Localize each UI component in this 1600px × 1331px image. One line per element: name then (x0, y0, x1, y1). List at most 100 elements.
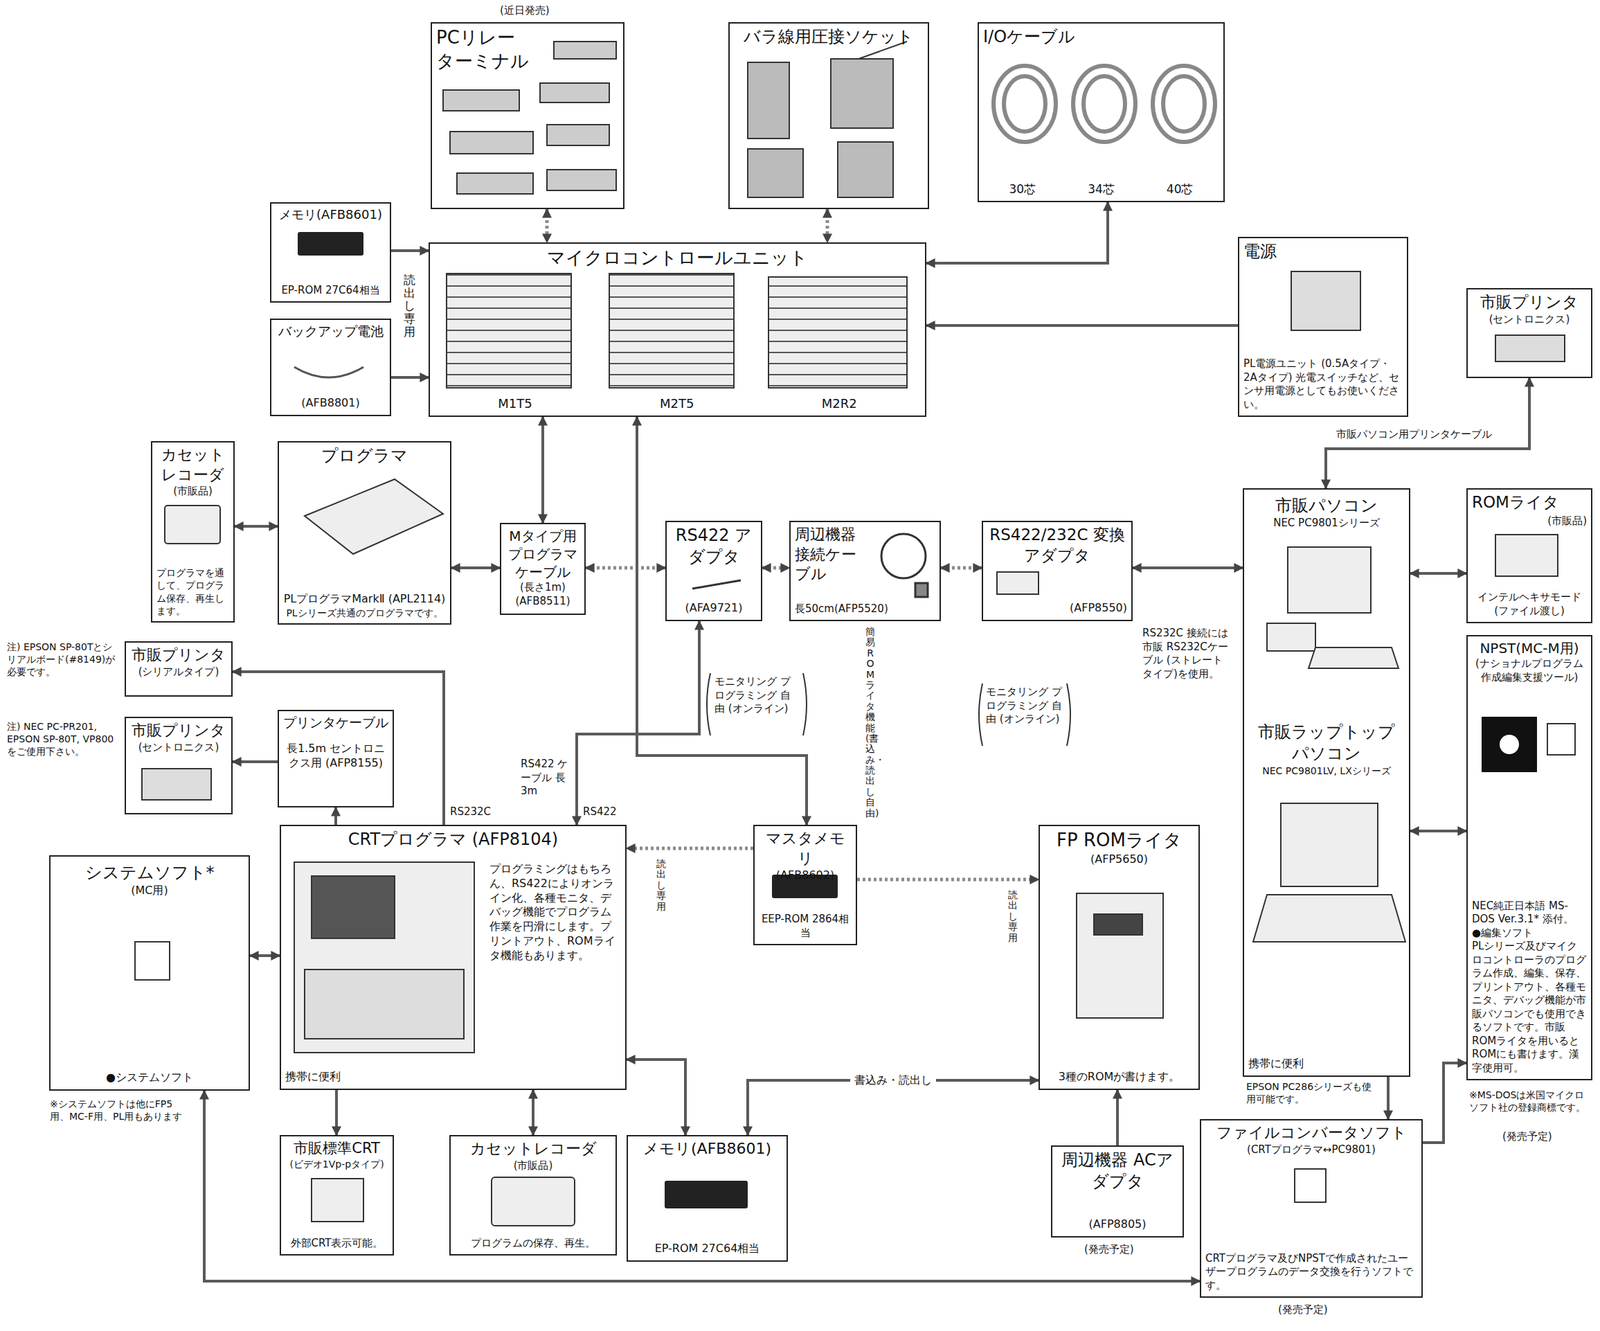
ribbon-cable-drawing (993, 65, 1216, 142)
component-box: FP ROMライタ(AFP5650) 3種のROMが書けます。 (1038, 824, 1200, 1090)
text-group: (市販品) (1467, 514, 1591, 529)
box-text: 40芯 (1166, 181, 1194, 197)
box-text: 長1.5m セントロニクス用 (AFP8155) (283, 741, 389, 771)
component-box: マイクロコントロールユニット M1T5 M2T5 M2R2 (428, 242, 927, 417)
note-label: RS422 ケーブル 長3m (520, 757, 571, 799)
connector (585, 566, 666, 570)
floppy-drawing (1481, 716, 1576, 772)
component-box: バラ線用圧接ソケット (728, 22, 930, 210)
connector (335, 1089, 338, 1135)
box-title: I/Oケーブル (983, 26, 1220, 48)
text-group: 長1.5m セントロニクス用 (AFP8155) (279, 741, 393, 771)
text-group: 市販プリンタ(シリアルタイプ) (126, 645, 232, 679)
box-text: 携帯に便利 (1248, 1056, 1405, 1072)
box-title: マイクロコントロールユニット (434, 246, 921, 271)
box-title: マスタメモリ (758, 828, 852, 869)
box-text: 長50cm(AFP5520) (794, 602, 936, 617)
box-title: プログラマ (283, 445, 446, 467)
connector (541, 416, 545, 523)
crt-programmer-drawing (311, 875, 395, 939)
component-box: I/Oケーブル30芯34芯40芯 (977, 22, 1225, 203)
box-text: NEC PC9801シリーズ (1248, 516, 1405, 531)
vertical-note: 簡易ROMライタ機能 (書込み・読出し自由) (865, 626, 876, 819)
box-text: (AFA9721) (670, 600, 757, 616)
component-box: CRTプログラマ (AFP8104)プログラミングはもちろん、RS422によりオ… (279, 824, 627, 1090)
component-box: システムソフト*(MC用)●システムソフト (49, 855, 250, 1091)
component-box: マスタメモリ(AFB8602)EEP-ROM 2864相当 (753, 824, 858, 946)
note-label: (発売予定) (1278, 1302, 1355, 1317)
connector (1410, 829, 1467, 833)
desktop-pc-drawing (1266, 546, 1399, 669)
text-group: FP ROMライタ(AFP5650) (1039, 828, 1199, 867)
box-title: プリンタケーブル (283, 713, 389, 732)
text-group: マイクロコントロールユニット (429, 246, 925, 271)
box-title: 市販プリンタ (130, 645, 228, 666)
component-box: 市販プリンタ(シリアルタイプ) (124, 641, 233, 697)
box-title: メモリ(AFB8601) (275, 206, 386, 223)
text-group: メモリ(AFB8601) (271, 206, 390, 223)
note-label: EPSON PC286シリーズも使用可能です。 (1246, 1080, 1380, 1105)
laptop-drawing (1253, 894, 1406, 942)
bracket (1066, 683, 1071, 746)
box-title: カセット レコーダ (156, 445, 230, 485)
component-box: バックアップ電池(AFB8801) (270, 318, 392, 417)
connector (636, 416, 807, 825)
connector (204, 1090, 1200, 1281)
box-text: (長さ1m) (505, 580, 581, 595)
rom-writer-board (1076, 893, 1164, 1018)
text-group: 3種のROMが書けます。 (1039, 1069, 1199, 1085)
box-text: (セントロニクス) (1471, 312, 1587, 327)
laptop-drawing (1280, 803, 1378, 887)
text-group: 長50cm(AFP5520) (790, 602, 940, 617)
relay-terminal-drawing (450, 131, 534, 154)
text-group: プログラムの保存、再生。 (450, 1236, 616, 1251)
box-title: FP ROMライタ (1044, 828, 1195, 853)
box-text: 市販ラップトップ パソコン (1248, 721, 1405, 765)
box-text: M2R2 (821, 395, 858, 412)
floppy-drawing (1294, 1168, 1326, 1202)
box-text: M1T5 (497, 395, 532, 412)
text-group: 市販パソコンNEC PC9801シリーズ (1244, 495, 1409, 531)
box-text: (AFP8805) (1056, 1217, 1179, 1232)
controller-drawing (446, 273, 572, 388)
text-group: PL電源ユニット (0.5Aタイプ・2Aタイプ) 光電スイッチなど、センサ用電源… (1239, 357, 1407, 412)
text-group: プログラマを通して、プログラム保存、再生します。 (152, 566, 234, 617)
socket-drawing (747, 62, 790, 139)
connector (1386, 1076, 1390, 1119)
connector (234, 524, 278, 528)
box-text: (AFP8550) (987, 600, 1128, 616)
connector (857, 877, 1039, 882)
note-label: モニタリング プログラミング 自由 (オンライン) (985, 685, 1064, 727)
component-box: Mタイプ用 プログラマ ケーブル(長さ1m)(AFB8511) (499, 522, 586, 615)
floppy-drawing (1499, 734, 1519, 754)
battery-drawing (294, 366, 364, 378)
rom-writer-board (1093, 913, 1143, 935)
component-box: RS422/232C 変換 アダプタ(AFP8550) (981, 520, 1133, 622)
box-text: (MC用) (54, 883, 245, 898)
printer-drawing (141, 768, 212, 800)
connector-label: 書込み・読出し (850, 1072, 937, 1089)
floppy-drawing (1547, 723, 1576, 755)
connector (626, 846, 754, 851)
text-group: 周辺機器 ACアダプタ (1052, 1149, 1183, 1193)
component-box: 周辺機器 ACアダプタ (AFP8805) (1050, 1145, 1184, 1238)
component-box: RS422 アダプタ(AFA9721) (665, 520, 763, 622)
text-group: マスタメモリ(AFB8602) (754, 828, 856, 883)
adapter-drawing (692, 580, 741, 589)
controller-drawing (768, 276, 907, 388)
cable-drawing (915, 582, 928, 597)
box-text: M2T5 (659, 395, 694, 412)
crt-programmer-drawing (294, 861, 475, 1053)
text-group: CRTプログラマ及びNPSTで作成されたユーザープログラムのデータ交換を行うソフ… (1201, 1251, 1422, 1293)
laptop-drawing (1253, 803, 1406, 942)
crt-programmer-drawing (294, 861, 475, 1053)
box-text: 34芯 (1087, 181, 1115, 197)
box-text: (市販品) (156, 484, 230, 499)
connector (762, 566, 790, 570)
monitor-drawing (311, 1178, 364, 1222)
note-label: 市販パソコン用プリンタケーブル (1336, 427, 1531, 442)
component-box: 市販標準CRT(ビデオ1Vp-pタイプ)外部CRT表示可能。 (279, 1134, 394, 1256)
component-box: 市販パソコンNEC PC9801シリーズ市販ラップトップ パソコン NEC PC9… (1242, 488, 1411, 1077)
desktop-pc-drawing (1266, 623, 1316, 651)
component-box: 周辺機器 接続ケー ブル長50cm(AFP5520) (789, 520, 941, 622)
